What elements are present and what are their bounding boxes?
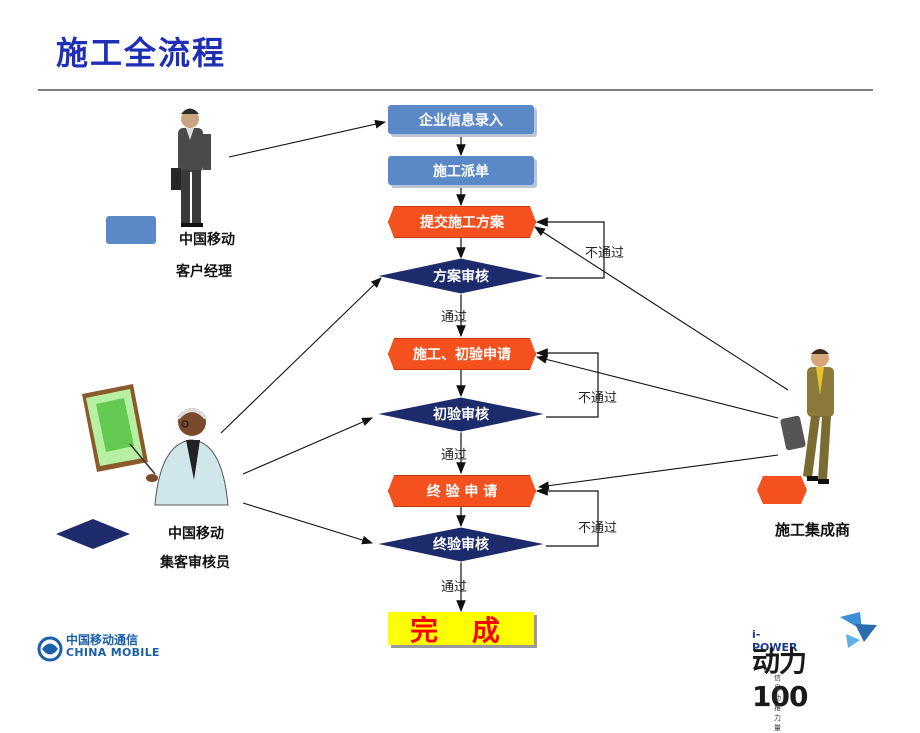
integrator-label: 施工集成商 — [775, 521, 851, 539]
pass-label-1: 通过 — [441, 310, 468, 325]
china-mobile-logo-zh: 中国移动通信 — [66, 633, 139, 647]
china-mobile-logo-mark — [37, 636, 63, 662]
diamond-review2 — [375, 396, 547, 433]
china-mobile-logo-en: CHINA MOBILE — [66, 645, 160, 659]
diamond-review3 — [375, 526, 547, 563]
flowchart-canvas — [37, 108, 877, 662]
fail-label-3: 不通过 — [578, 521, 618, 536]
step-dispatch[interactable]: 施工派单 — [388, 156, 534, 185]
diamond-review1 — [375, 257, 547, 295]
fail-loops — [535, 217, 605, 547]
pass-label-3: 通过 — [441, 580, 468, 595]
manager-figure — [171, 108, 211, 227]
pass-label-2: 通过 — [441, 448, 468, 463]
step-submit-plan[interactable]: 提交施工方案 — [388, 206, 536, 238]
fail-label-1: 不通过 — [585, 246, 625, 261]
review-final-label[interactable]: 终验审核 — [433, 537, 489, 553]
ipower-slogan: 信息助推力量 — [774, 674, 784, 732]
ipower-logo-text: i-POWER — [752, 628, 798, 654]
step-final-apply[interactable]: 终 验 申 请 — [388, 475, 536, 507]
manager-role-label: 客户经理 — [176, 264, 232, 280]
decision-diamonds — [375, 257, 547, 563]
manager-company-label: 中国移动 — [179, 232, 235, 248]
review-initial-label[interactable]: 初验审核 — [433, 407, 489, 423]
step-enterprise-info[interactable]: 企业信息录入 — [388, 105, 534, 134]
ipower-logo-mark — [840, 612, 877, 648]
step-construction-apply[interactable]: 施工、初验申请 — [388, 338, 536, 370]
actor-arrows — [220, 119, 789, 545]
integrator-figure — [780, 349, 834, 484]
legend-diamond — [56, 519, 130, 549]
china-mobile-logo: 中国移动通信 CHINA MOBILE — [38, 634, 160, 658]
step-done[interactable]: 完 成 — [388, 612, 534, 647]
auditor-role-label: 集客审核员 — [160, 555, 230, 571]
legend-blue-box — [106, 216, 156, 244]
review-plan-label[interactable]: 方案审核 — [433, 269, 489, 285]
legend-orange-box — [757, 476, 807, 504]
title-divider — [38, 89, 873, 91]
auditor-company-label: 中国移动 — [168, 526, 224, 542]
fail-label-2: 不通过 — [578, 391, 618, 406]
page-title: 施工全流程 — [56, 34, 227, 72]
auditor-figure — [82, 384, 229, 506]
